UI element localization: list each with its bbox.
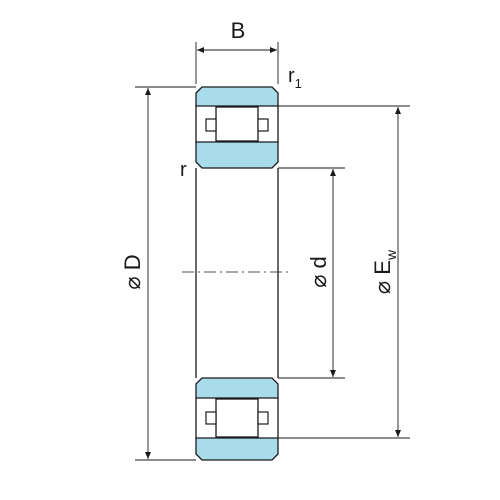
chamfer-outer-label: r1 bbox=[288, 65, 302, 91]
chamfer-outer-subscript: 1 bbox=[295, 76, 302, 91]
bottom-outer-ring bbox=[195, 437, 279, 461]
width-dimension: B bbox=[195, 18, 279, 84]
top-roller bbox=[215, 106, 259, 142]
bottom-inner-ring bbox=[195, 377, 279, 399]
outer-diameter-dimension: ⌀ D bbox=[120, 86, 196, 461]
top-flange-right bbox=[257, 118, 269, 132]
raceway-diameter-subscript: w bbox=[383, 249, 399, 261]
width-label: B bbox=[231, 18, 246, 43]
bottom-flange-right bbox=[257, 411, 269, 425]
raceway-diameter-dimension: ⌀ Ew bbox=[278, 105, 410, 439]
top-flange-left bbox=[205, 118, 217, 132]
bottom-flange-left bbox=[205, 411, 217, 425]
bore-diameter-label: ⌀ d bbox=[306, 256, 331, 288]
outer-diameter-label: ⌀ D bbox=[120, 254, 145, 289]
chamfer-inner-label: r bbox=[180, 159, 187, 181]
raceway-diameter-label: ⌀ Ew bbox=[370, 249, 399, 294]
top-outer-ring bbox=[195, 86, 279, 107]
bore-diameter-dimension: ⌀ d bbox=[278, 167, 345, 379]
bottom-roller bbox=[215, 398, 259, 438]
top-bearing-section bbox=[195, 86, 279, 169]
top-inner-ring bbox=[195, 141, 279, 169]
bottom-bearing-section bbox=[195, 377, 279, 461]
